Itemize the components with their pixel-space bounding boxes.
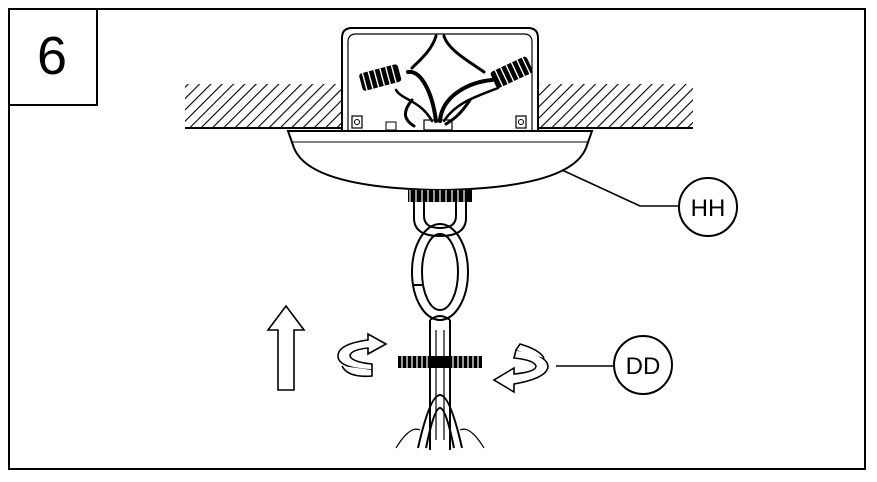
step-number: 6	[36, 26, 68, 86]
junction-box	[341, 27, 539, 131]
step-number-box: 6	[8, 8, 98, 106]
rotate-arrow-right-icon	[492, 343, 549, 394]
wires	[394, 34, 500, 128]
canopy-loop	[408, 190, 472, 238]
callout-label-dd: DD	[626, 353, 661, 380]
chain	[395, 223, 485, 450]
wire-nut-right	[490, 56, 533, 88]
diagram-frame	[8, 8, 866, 470]
canopy	[286, 130, 594, 192]
callout-hh: HH	[561, 169, 738, 237]
callout-label-hh: HH	[691, 195, 726, 222]
rotate-arrow-left-icon	[337, 332, 388, 378]
up-arrow-icon	[266, 304, 306, 391]
ceiling	[185, 84, 693, 129]
coupling-nut	[398, 356, 482, 368]
wire-nut-left	[359, 64, 402, 91]
callout-dd: DD	[556, 335, 673, 395]
